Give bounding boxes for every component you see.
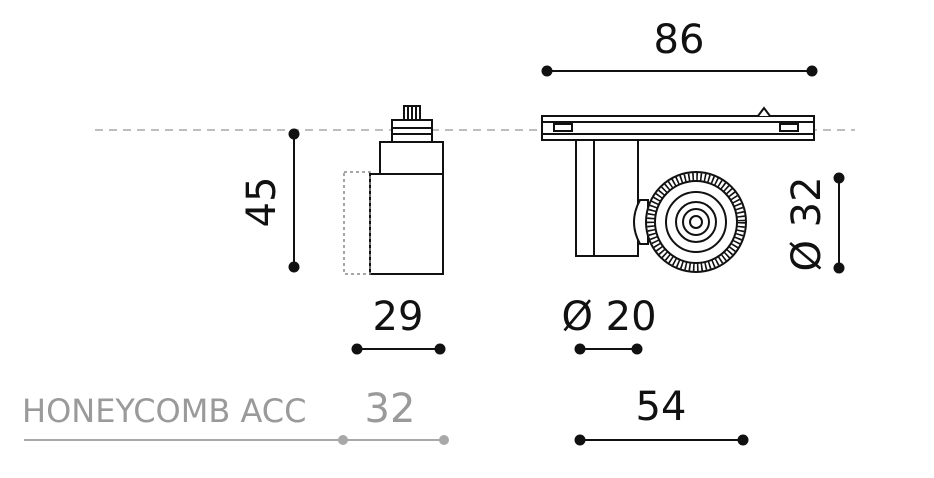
side-body (379, 141, 444, 175)
side-housing (369, 173, 444, 275)
dim-45-end-dot (288, 261, 300, 273)
dim-29-end-dot (434, 343, 446, 355)
dim-54-start-dot (574, 434, 586, 446)
dimension-lines (288, 65, 845, 446)
dim-20-label: Ø 20 (561, 294, 656, 340)
dim-29-label: 29 (373, 294, 424, 340)
dim-86-label: 86 (654, 17, 705, 63)
dim-20-start-dot (574, 343, 586, 355)
accessory-value: 32 (365, 386, 416, 432)
dim-86-end-dot (806, 65, 818, 77)
honeycomb-ring (647, 173, 745, 271)
accessory-label: HONEYCOMB ACC (22, 392, 306, 430)
dim-32-start-dot (833, 172, 845, 184)
stem (575, 139, 639, 257)
side-view (343, 105, 444, 275)
track-adapter (541, 115, 815, 141)
accessory-underline (24, 435, 449, 445)
dim-32-end-dot (833, 262, 845, 274)
dim-45-start-dot (288, 128, 300, 140)
lamp-head (645, 171, 747, 273)
accessory-outline (343, 171, 371, 275)
dim-20-end-dot (631, 343, 643, 355)
dim-54-end-dot (737, 434, 749, 446)
front-view (541, 106, 815, 273)
dim-32-label: Ø 32 (784, 176, 830, 271)
dim-54-label: 54 (636, 384, 687, 430)
dim-29-start-dot (351, 343, 363, 355)
knob (633, 199, 649, 245)
adapter-head (391, 119, 433, 143)
dim-86-start-dot (541, 65, 553, 77)
dim-45-label: 45 (239, 177, 285, 228)
